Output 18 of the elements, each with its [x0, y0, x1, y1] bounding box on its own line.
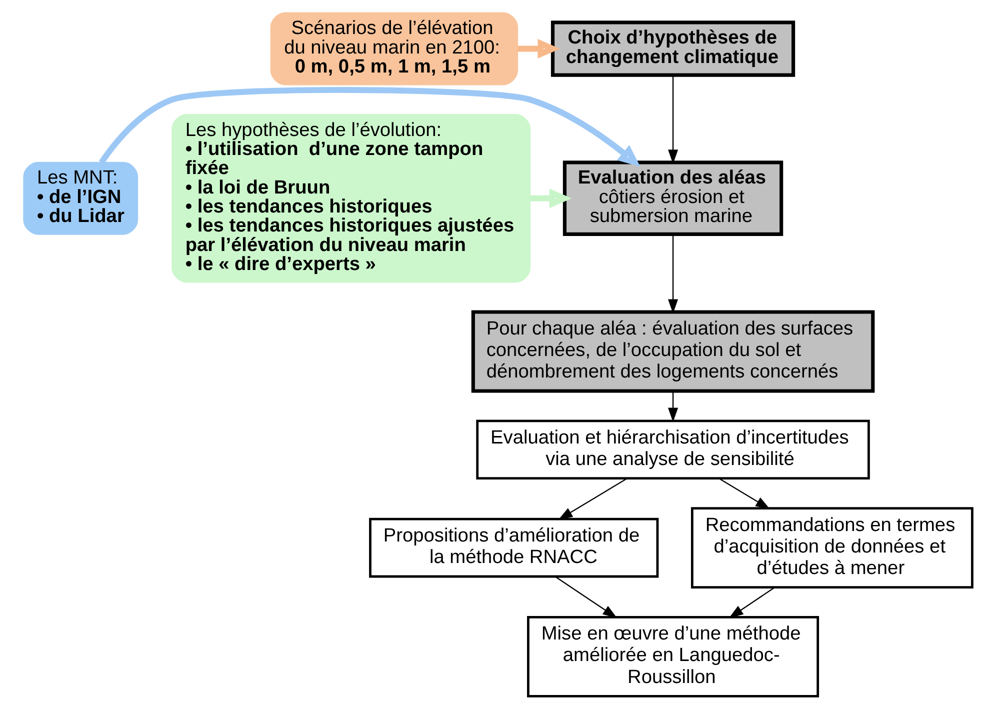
arrow: [558, 478, 627, 520]
node-box: Scénarios de l’élévation du niveau marin en 2100: 0 m, 0,5 m, 1 m, 1,5 m: [270, 12, 518, 86]
node-box: Pour chaque aléa : évaluation des surfaces concernées, de l’occupation du sol et dénombrement des logements concernés: [470, 310, 874, 393]
node-box: Propositions d’amélioration de la méthode RNACC: [368, 518, 658, 578]
arrow: [668, 391, 678, 422]
node-box: Recommandations en termes d’acquisition de données et d’études à mener: [690, 507, 973, 588]
arrow: [530, 188, 572, 208]
node-box: Mise en œuvre d’une méthode améliorée en Languedoc-Roussillon: [526, 616, 819, 698]
arrow: [554, 576, 617, 618]
arrow: [517, 38, 560, 59]
arrow: [98, 86, 640, 167]
node-box: Les MNT: • de l’IGN • du Lidar: [22, 162, 138, 235]
node-box: Evaluation des aléas côtiers érosion et submersion marine: [562, 160, 783, 236]
node-box: Les hypothèses de l’évolution: • l’utilisation d’une zone tampon fixée • la loi de Bruun • les tendances historiques • les tendances historiques ajustées par l’élévation du niveau marin • le « dire d’experts »: [171, 114, 530, 283]
arrow: [718, 478, 770, 510]
arrow: [728, 586, 775, 618]
node-box: Choix d’hypothèses de changement climatique: [550, 20, 795, 77]
node-box: Evaluation et hiérarchisation d’incertitudes via une analyse de sensibilité: [476, 420, 870, 480]
